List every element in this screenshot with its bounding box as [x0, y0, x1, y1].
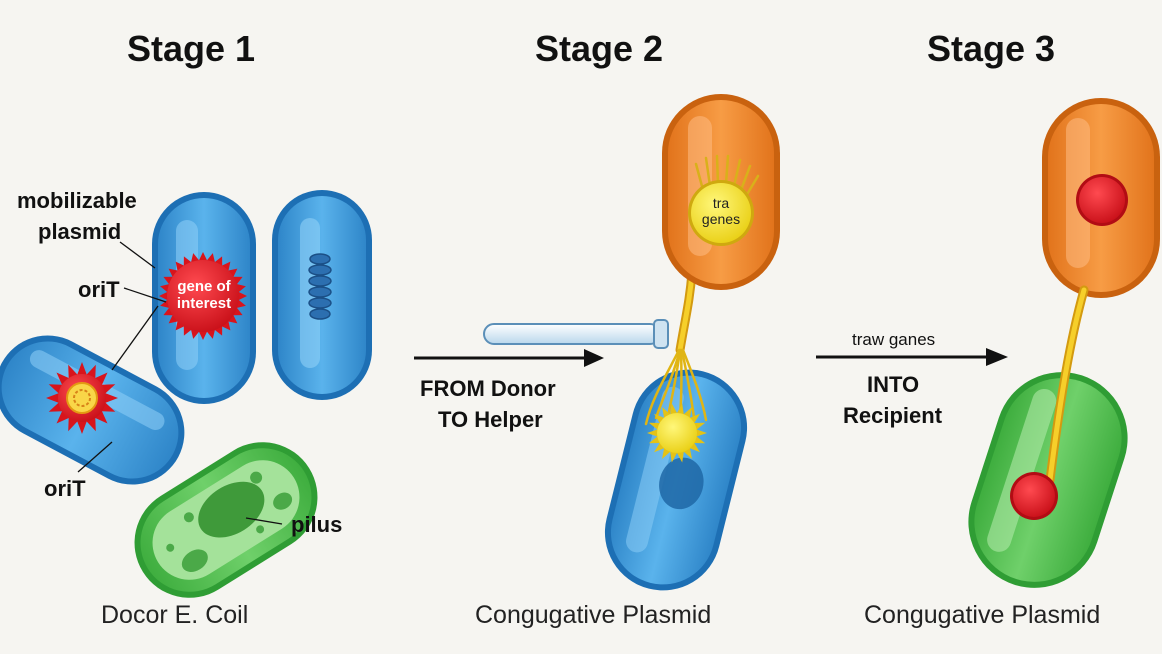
label-plasmid: plasmid	[38, 219, 122, 244]
label-recipient: Recipient	[843, 403, 943, 428]
genes-text: genes	[701, 211, 741, 227]
orange-donor-cell-stage2	[662, 94, 780, 290]
arrow-stage2-to-stage3	[816, 348, 1008, 366]
label-traw-ganes: traw ganes	[852, 330, 936, 349]
stage3-caption: Congugative Plasmid	[864, 601, 1101, 629]
tra-text: tra	[712, 195, 730, 211]
label-mobilizable: mobilizable	[17, 188, 137, 213]
label-orit-top: oriT	[78, 277, 120, 302]
gene-of-interest-plasmid	[159, 252, 247, 340]
orange-donor-cell-stage3	[1042, 98, 1160, 298]
blue-helper-cell-stage2	[604, 369, 748, 591]
gene-of-interest-label: gene of interest	[171, 278, 237, 312]
stage1-caption: Docor E. Coil	[101, 601, 249, 629]
label-pilus: pilus	[291, 512, 343, 537]
transferred-plasmid-stage3	[1010, 472, 1058, 520]
pilus-stage3	[1047, 287, 1087, 483]
yellow-receptor-stage2	[647, 403, 707, 463]
blue-bacterium-right-stage1	[272, 190, 372, 400]
gene-of-text: gene of	[177, 278, 231, 295]
tra-genes-label: tra genes	[696, 195, 746, 227]
label-orit-bottom: oriT	[44, 476, 86, 501]
transfer-tube	[483, 319, 669, 349]
label-from-donor: FROM Donor	[420, 376, 556, 401]
stage2-caption: Congugative Plasmid	[475, 601, 712, 629]
orit-plasmid-left	[46, 362, 118, 434]
arrow-stage1-to-stage2	[414, 349, 604, 367]
label-into: INTO	[867, 372, 920, 397]
interest-text: interest	[176, 295, 232, 312]
stage1-leader-lines	[77, 241, 283, 525]
green-bacterium-stage1	[134, 442, 318, 598]
stage1-title: Stage 1	[127, 28, 256, 69]
stage3-title: Stage 3	[927, 28, 1056, 69]
label-to-helper: TO Helper	[438, 407, 543, 432]
stage2-title: Stage 2	[535, 28, 664, 69]
